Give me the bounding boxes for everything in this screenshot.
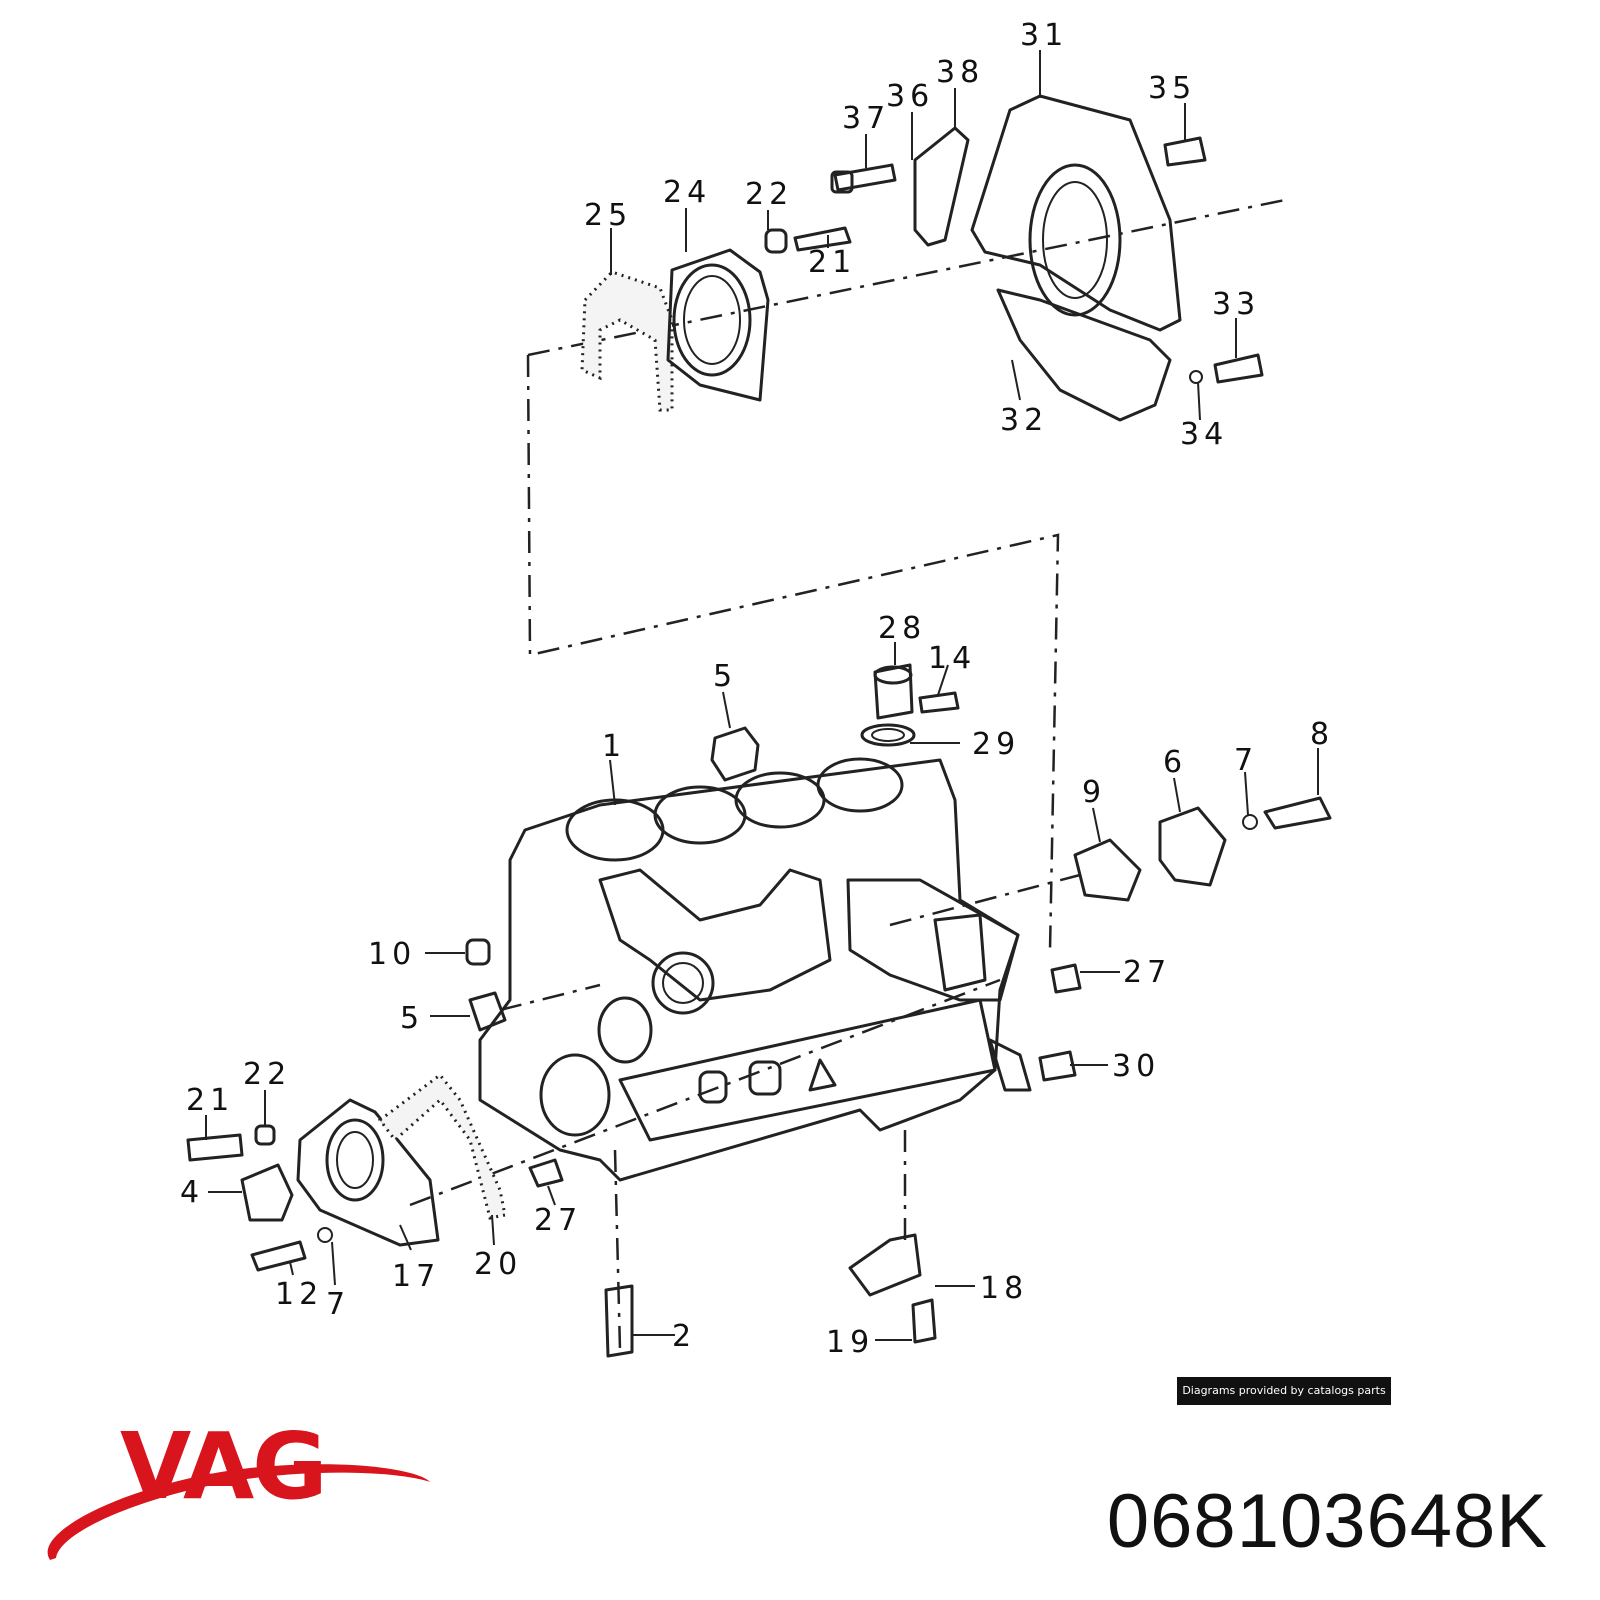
callout-35: 35 — [1148, 71, 1196, 106]
rear-seal-group — [580, 94, 1264, 422]
callout-18: 18 — [980, 1271, 1028, 1306]
callout-5-top: 5 — [713, 659, 737, 694]
callout-labels: 31 38 36 37 35 24 25 22 21 33 32 34 28 1… — [180, 18, 1334, 1360]
callout-34: 34 — [1180, 417, 1228, 452]
assembly-lines — [409, 198, 1286, 1351]
callout-24: 24 — [663, 175, 711, 210]
callout-5-left: 5 — [400, 1001, 424, 1036]
callout-31: 31 — [1020, 18, 1068, 53]
vag-logo: VAG — [47, 1413, 431, 1560]
callout-4: 4 — [180, 1175, 204, 1210]
callout-20: 20 — [474, 1247, 522, 1282]
callout-22-left: 22 — [243, 1057, 291, 1092]
callout-29: 29 — [972, 727, 1020, 762]
diagram-credit-badge: Diagrams provided by catalogs parts — [1177, 1377, 1391, 1405]
callout-19: 19 — [826, 1325, 874, 1360]
callout-25: 25 — [584, 198, 632, 233]
callout-36: 36 — [886, 79, 934, 114]
logo-swoosh — [47, 1464, 431, 1560]
engine-block — [478, 757, 1032, 1182]
callout-17: 17 — [392, 1259, 440, 1294]
callout-21-left: 21 — [186, 1083, 234, 1118]
small-parts — [465, 663, 1332, 1082]
callout-1: 1 — [602, 729, 626, 764]
callout-22-top: 22 — [745, 177, 793, 212]
callout-6: 6 — [1163, 745, 1187, 780]
callout-9: 9 — [1082, 775, 1106, 810]
callout-12: 12 — [275, 1277, 323, 1312]
callout-27-right: 27 — [1123, 955, 1171, 990]
callout-7-right: 7 — [1234, 743, 1258, 778]
callout-7-left: 7 — [326, 1287, 350, 1322]
callout-8: 8 — [1310, 717, 1334, 752]
logo-text: VAG — [120, 1413, 326, 1520]
leader-lines — [205, 50, 1319, 1341]
callout-32: 32 — [1000, 403, 1048, 438]
callout-37: 37 — [842, 101, 890, 136]
callout-21-top: 21 — [808, 245, 856, 280]
callout-33: 33 — [1212, 287, 1260, 322]
callout-38: 38 — [936, 55, 984, 90]
callout-28: 28 — [878, 611, 926, 646]
part-number: 068103648K — [1106, 1479, 1548, 1564]
callout-10: 10 — [368, 937, 416, 972]
callout-2: 2 — [672, 1319, 696, 1354]
callout-27-left: 27 — [534, 1203, 582, 1238]
callout-30: 30 — [1112, 1049, 1160, 1084]
callout-14: 14 — [928, 641, 976, 676]
